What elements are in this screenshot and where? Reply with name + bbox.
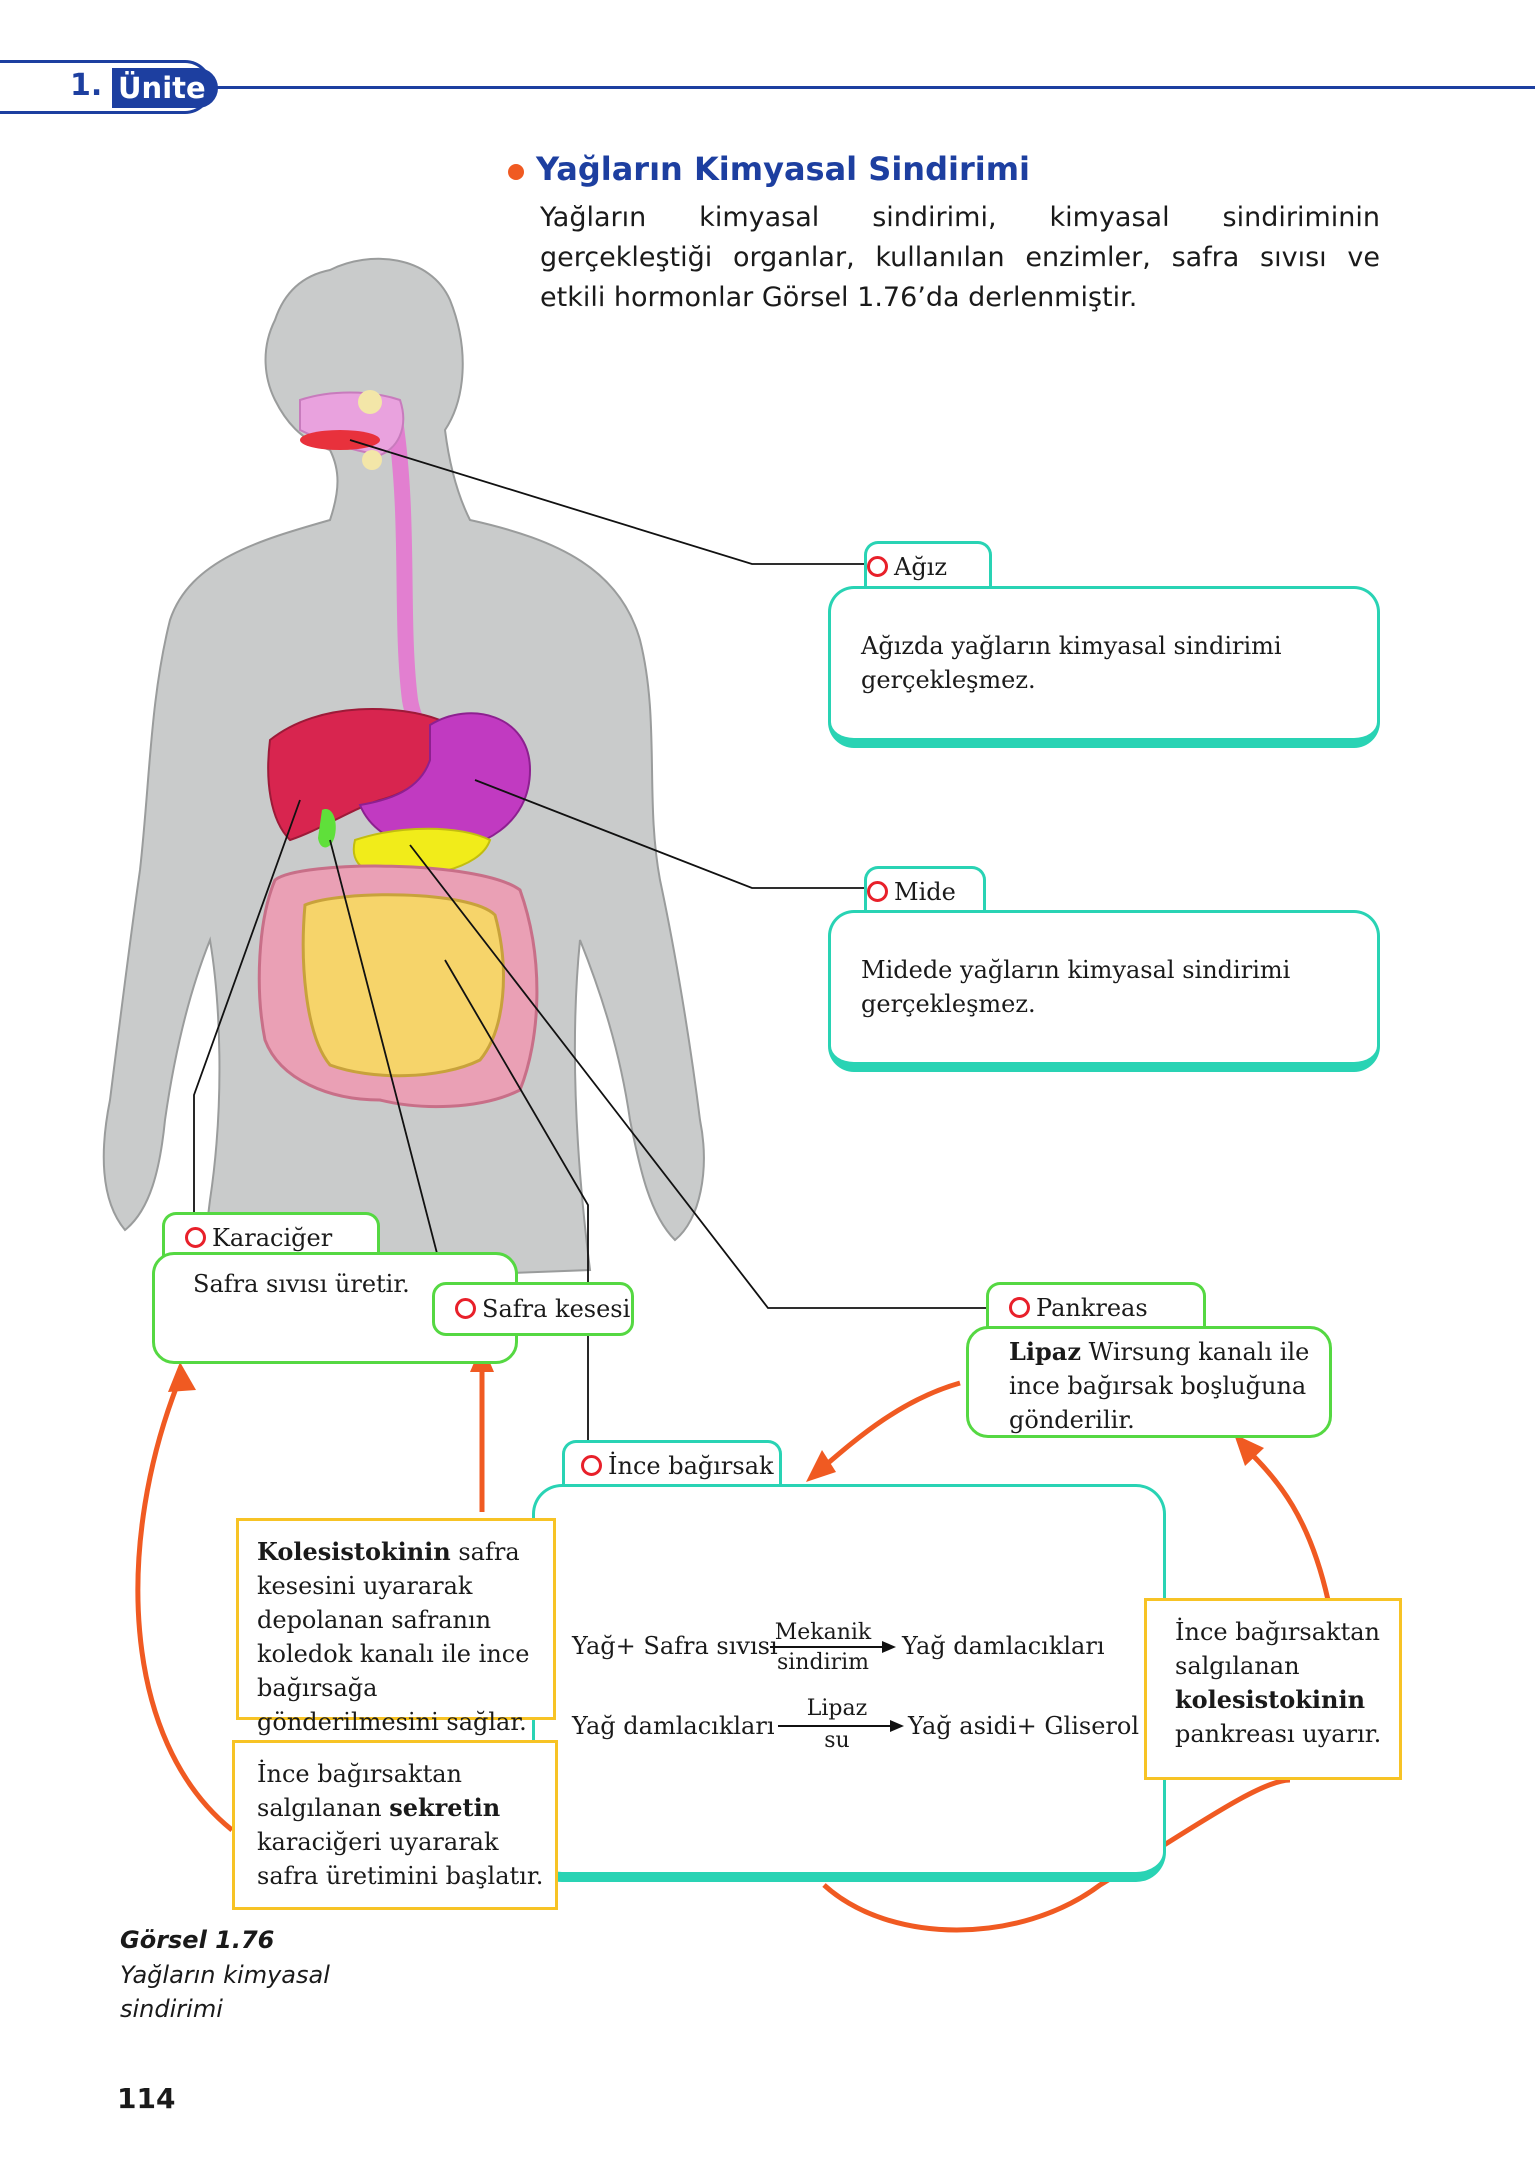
eq2-condition-top: Lipaz	[806, 1696, 868, 1721]
organ-description: Midede yağların kimyasal sindirimi gerçe…	[861, 956, 1291, 1018]
marker-dot-icon	[581, 1455, 602, 1476]
eq1-products: Yağ damlacıkları	[902, 1632, 1105, 1660]
organ-label: Pankreas	[1036, 1294, 1148, 1322]
hormone-source: İnce bağırsaktan salgılanan	[1175, 1618, 1380, 1680]
label-safra-kesesi: Safra kesesi	[432, 1282, 634, 1336]
eq1-reactants: Yağ+ Safra sıvısı	[572, 1632, 778, 1660]
label-tab-ince-bagirsak: İnce bağırsak	[562, 1440, 782, 1490]
marker-dot-icon	[867, 881, 888, 902]
label-tab-pankreas: Pankreas	[986, 1282, 1206, 1332]
hormone-name: Kolesistokinin	[257, 1537, 451, 1566]
label-tab-mide: Mide	[864, 866, 986, 916]
figure-caption-text: Yağların kimyasal sindirimi	[120, 1961, 330, 2023]
organ-description-rest: Wirsung kanalı ile ince bağırsak boşluğu…	[1009, 1338, 1310, 1434]
organ-description: Lipaz Wirsung kanalı ile ince bağırsak b…	[1009, 1335, 1319, 1437]
info-box-pankreas: Lipaz Wirsung kanalı ile ince bağırsak b…	[966, 1326, 1332, 1438]
unit-number: 1.	[70, 68, 103, 103]
hormone-source: İnce bağırsaktan salgılanan	[257, 1760, 462, 1822]
note-sekretin: İnce bağırsaktan salgılanan sekretin kar…	[232, 1740, 558, 1910]
gallbladder-shape	[318, 809, 336, 848]
hormone-effect: karaciğeri uyararak safra üretimini başl…	[257, 1828, 544, 1890]
intro-paragraph: Yağların kimyasal sindirimi, kimyasal si…	[540, 202, 1380, 313]
eq1-arrow-icon	[770, 1641, 896, 1653]
info-box-ince-bagirsak	[532, 1484, 1166, 1882]
page-number: 114	[117, 2082, 176, 2115]
leader-lines	[193, 439, 1010, 1455]
marker-dot-icon	[455, 1298, 476, 1319]
organ-label: Karaciğer	[212, 1224, 333, 1252]
organ-label: Ağız	[894, 553, 948, 581]
section-title: Yağların Kimyasal Sindirimi	[536, 150, 1031, 188]
organ-description: Safra sıvısı üretir.	[193, 1270, 410, 1298]
marker-dot-icon	[1009, 1297, 1030, 1318]
eq2-products: Yağ asidi+ Gliserol	[908, 1712, 1139, 1740]
eq1-condition-top: Mekanik	[774, 1620, 872, 1645]
section-bullet-icon	[508, 164, 524, 180]
hormone-effect: pankreası uyarır.	[1175, 1720, 1382, 1748]
hormone-name: sekretin	[389, 1793, 501, 1822]
small-intestine-shape	[301, 893, 505, 1078]
hormone-name: kolesistokinin	[1175, 1685, 1366, 1714]
label-tab-agiz: Ağız	[864, 541, 992, 591]
unit-label: Ünite	[112, 68, 218, 108]
tongue-shape	[300, 430, 380, 450]
organ-label: Safra kesesi	[482, 1295, 631, 1323]
organ-description: Ağızda yağların kimyasal sindirimi gerçe…	[861, 632, 1282, 694]
organ-label: Mide	[894, 878, 956, 906]
marker-dot-icon	[867, 556, 888, 577]
hormone-effect: safra kesesini uyararak depolanan safran…	[257, 1538, 530, 1736]
enzyme-name: Lipaz	[1009, 1337, 1081, 1366]
info-box-mide: Midede yağların kimyasal sindirimi gerçe…	[828, 910, 1380, 1072]
marker-dot-icon	[185, 1227, 206, 1248]
note-kolesistokinin-pankreas: İnce bağırsaktan salgılanan kolesistokin…	[1144, 1598, 1402, 1780]
info-box-agiz: Ağızda yağların kimyasal sindirimi gerçe…	[828, 586, 1380, 748]
eq2-condition-bottom: su	[824, 1728, 850, 1753]
eq2-reactants: Yağ damlacıkları	[572, 1712, 775, 1740]
unit-header-rule	[150, 86, 1535, 89]
eq2-arrow-icon	[778, 1720, 904, 1732]
note-kolesistokinin-safra: Kolesistokinin safra kesesini uyararak d…	[236, 1518, 556, 1736]
organ-label: İnce bağırsak	[608, 1452, 774, 1480]
hormone-arrows	[135, 1360, 1331, 1933]
eq1-condition-bottom: sindirim	[776, 1650, 870, 1675]
figure-caption-title: Görsel 1.76	[120, 1926, 275, 1954]
